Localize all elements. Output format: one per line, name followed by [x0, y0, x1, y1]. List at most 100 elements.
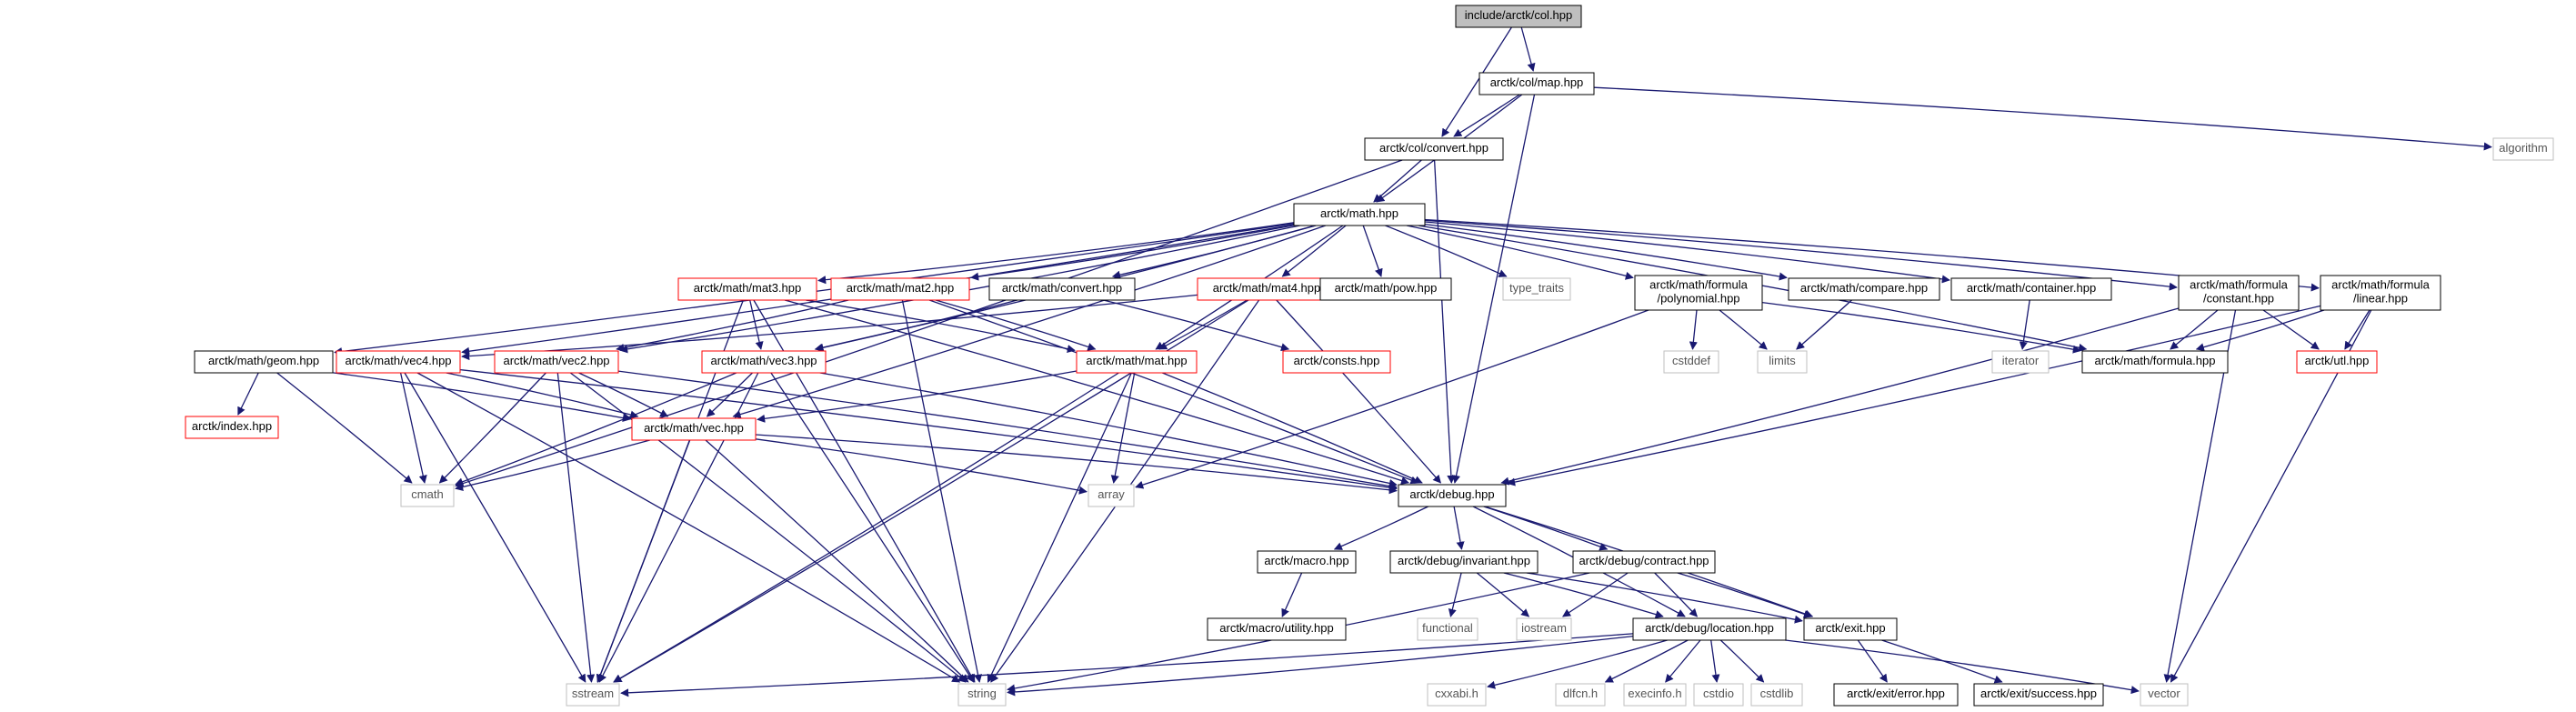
node-box-macro: [1257, 550, 1357, 574]
edge-polynomial-to-formula: [1761, 301, 2081, 354]
node-math[interactable]: arctk/math.hpp: [1293, 203, 1426, 226]
node-label-vec4: arctk/math/vec4.hpp: [345, 354, 451, 367]
node-box-polynomial: [1634, 275, 1763, 311]
node-mathconvert[interactable]: arctk/math/convert.hpp: [988, 277, 1136, 301]
edge-invariant-to-functional: [1448, 572, 1462, 617]
node-geom[interactable]: arctk/math/geom.hpp: [194, 350, 334, 374]
node-label-cmath: cmath: [411, 487, 443, 501]
node-box-pow: [1319, 277, 1452, 301]
node-algorithm: algorithm: [2492, 137, 2554, 161]
edge-vec-to-array: [755, 438, 1088, 495]
edge-location-to-sstream: [620, 633, 1634, 697]
node-box-colconvert: [1364, 137, 1504, 161]
node-box-mathconvert: [988, 277, 1136, 301]
node-label-mat: arctk/math/mat.hpp: [1086, 354, 1187, 367]
node-macro[interactable]: arctk/macro.hpp: [1257, 550, 1357, 574]
node-linear[interactable]: arctk/math/formula/linear.hpp: [2320, 275, 2441, 311]
edge-mat2-to-debug: [928, 299, 1419, 485]
edge-colconvert-to-debug: [1433, 159, 1456, 484]
edge-constant-to-utl: [2262, 309, 2320, 350]
node-index[interactable]: arctk/index.hpp: [185, 416, 279, 439]
node-label-mat2: arctk/math/mat2.hpp: [847, 281, 955, 295]
node-constant[interactable]: arctk/math/formula/constant.hpp: [2178, 275, 2300, 311]
node-functional: functional: [1417, 617, 1478, 641]
node-contract[interactable]: arctk/debug/contract.hpp: [1572, 550, 1716, 574]
node-macroutil[interactable]: arctk/macro/utility.hpp: [1207, 617, 1347, 641]
node-exit[interactable]: arctk/exit.hpp: [1803, 617, 1898, 641]
edge-location-to-cstdlib: [1719, 639, 1765, 683]
node-sstream: sstream: [566, 683, 620, 707]
node-box-array: [1088, 484, 1135, 507]
edge-math-to-constant: [1424, 219, 2178, 291]
node-box-cmath: [400, 484, 455, 507]
node-box-linear: [2320, 275, 2441, 311]
node-label-limits: limits: [1769, 354, 1796, 367]
node-box-vec4: [336, 350, 461, 374]
node-box-mat3: [677, 277, 817, 301]
node-vec[interactable]: arctk/math/vec.hpp: [631, 417, 757, 441]
node-box-string: [957, 683, 1007, 707]
edge-math-to-polynomial: [1406, 225, 1634, 280]
node-label-colmap: arctk/col/map.hpp: [1490, 75, 1584, 89]
node-cstddef: cstddef: [1663, 350, 1719, 374]
edge-root-to-colmap: [1520, 26, 1536, 72]
edge-polynomial-to-limits: [1719, 309, 1768, 350]
node-label-array: array: [1098, 487, 1125, 501]
edge-math-to-type_traits: [1385, 225, 1508, 277]
node-utl[interactable]: arctk/utl.hpp: [2296, 350, 2378, 374]
node-mat3[interactable]: arctk/math/mat3.hpp: [677, 277, 817, 301]
node-colmap[interactable]: arctk/col/map.hpp: [1478, 72, 1595, 95]
node-formula[interactable]: arctk/math/formula.hpp: [2081, 350, 2229, 374]
node-label-location: arctk/debug/location.hpp: [1645, 621, 1774, 635]
edge-colconvert-to-cmath: [455, 159, 1403, 488]
edge-vec4-to-string: [416, 372, 961, 683]
node-exitsuccess[interactable]: arctk/exit/success.hpp: [1973, 683, 2104, 707]
edge-linear-to-debug: [1507, 305, 2321, 486]
node-consts[interactable]: arctk/consts.hpp: [1282, 350, 1391, 374]
node-label-iterator: iterator: [2002, 354, 2040, 367]
node-label-colconvert: arctk/col/convert.hpp: [1379, 141, 1488, 155]
edge-invariant-to-exit: [1526, 572, 1803, 624]
edge-mat3-to-debug: [784, 299, 1410, 485]
node-compare[interactable]: arctk/math/compare.hpp: [1788, 277, 1940, 301]
edge-mathconvert-to-vec3: [815, 299, 1017, 352]
node-colconvert[interactable]: arctk/col/convert.hpp: [1364, 137, 1504, 161]
node-container[interactable]: arctk/math/container.hpp: [1950, 277, 2112, 301]
node-label-math: arctk/math.hpp: [1320, 206, 1398, 220]
node-box-index: [185, 416, 279, 439]
node-box-cstdio: [1693, 683, 1744, 707]
node-location[interactable]: arctk/debug/location.hpp: [1632, 617, 1787, 641]
node-vec2[interactable]: arctk/math/vec2.hpp: [494, 350, 619, 374]
node-label-functional: functional: [1422, 621, 1473, 635]
node-label-debug: arctk/debug.hpp: [1409, 487, 1494, 501]
node-mat[interactable]: arctk/math/mat.hpp: [1076, 350, 1198, 374]
node-mat4[interactable]: arctk/math/mat4.hpp: [1197, 277, 1337, 301]
node-invariant[interactable]: arctk/debug/invariant.hpp: [1389, 550, 1539, 574]
node-box-limits: [1757, 350, 1808, 374]
node-label-vec: arctk/math/vec.hpp: [644, 421, 744, 435]
node-box-vec: [631, 417, 757, 441]
node-debug[interactable]: arctk/debug.hpp: [1398, 484, 1507, 507]
node-label-cstdlib: cstdlib: [1760, 687, 1794, 700]
edge-mat2-to-string: [901, 299, 983, 683]
edge-colconvert-to-math: [1373, 159, 1422, 203]
node-limits: limits: [1757, 350, 1808, 374]
node-exiterror[interactable]: arctk/exit/error.hpp: [1833, 683, 1959, 707]
node-box-exiterror: [1833, 683, 1959, 707]
edge-debug-to-macro: [1333, 506, 1428, 550]
node-pow[interactable]: arctk/math/pow.hpp: [1319, 277, 1452, 301]
node-polynomial[interactable]: arctk/math/formula/polynomial.hpp: [1634, 275, 1763, 311]
node-root[interactable]: include/arctk/col.hpp: [1455, 5, 1582, 28]
node-mat2[interactable]: arctk/math/mat2.hpp: [830, 277, 970, 301]
node-cmath: cmath: [400, 484, 455, 507]
node-box-iostream: [1516, 617, 1572, 641]
node-label-contract: arctk/debug/contract.hpp: [1579, 554, 1709, 567]
edge-vec4-to-debug: [459, 368, 1398, 492]
node-label-exitsuccess: arctk/exit/success.hpp: [1980, 687, 2097, 700]
edge-container-to-iterator: [2019, 299, 2030, 350]
node-vec4[interactable]: arctk/math/vec4.hpp: [336, 350, 461, 374]
node-vec3[interactable]: arctk/math/vec3.hpp: [701, 350, 827, 374]
edge-location-to-dlfcn: [1604, 639, 1689, 683]
